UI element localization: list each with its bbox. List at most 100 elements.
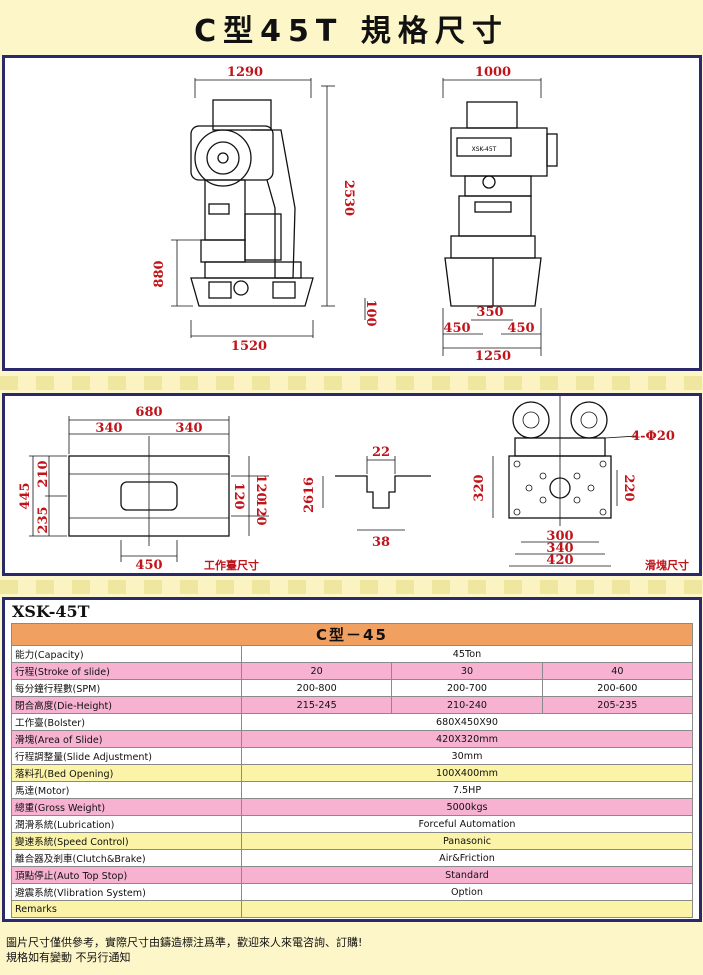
row-label: 馬達(Motor) bbox=[11, 781, 242, 799]
dim-bolster-height: 445 bbox=[18, 482, 33, 509]
row-label: 總重(Gross Weight) bbox=[11, 798, 242, 816]
row-label: 每分鐘行程數(SPM) bbox=[11, 679, 242, 697]
dim-front-top: 1000 bbox=[475, 65, 511, 80]
table-row: 工作臺(Bolster) 680X450X90 bbox=[11, 713, 693, 731]
table-row: 每分鐘行程數(SPM) 200-800 200-700 200-600 bbox=[11, 679, 694, 697]
dim-bolster-upper: 210 bbox=[36, 460, 51, 487]
table-row: Remarks bbox=[11, 900, 693, 918]
machine-drawings-svg: 1290 2530 880 100 1520 XSK-45T 1000 350 … bbox=[152, 65, 558, 364]
dim-front-left: 450 bbox=[443, 321, 470, 336]
dim-slide-height: 320 bbox=[472, 474, 487, 501]
row-value: Option bbox=[241, 883, 693, 901]
table-row: 避震系統(Vlibration System) Option bbox=[11, 883, 693, 901]
row-value: Air&Friction bbox=[241, 849, 693, 867]
row-value: Standard bbox=[241, 866, 693, 884]
bolster-slide-panel: 680 340 340 445 210 235 120 120 120 450 … bbox=[2, 393, 702, 576]
note-line-2: 規格如有變動 不另行通知 bbox=[6, 951, 131, 964]
dim-bolster-slot3: 120 bbox=[253, 498, 268, 525]
machine-drawing-panel: 1290 2530 880 100 1520 XSK-45T 1000 350 … bbox=[2, 55, 702, 371]
front-nameplate: XSK-45T bbox=[472, 146, 497, 153]
dim-tslot-h1: 16 bbox=[302, 477, 317, 495]
bolster-drawings-svg: 680 340 340 445 210 235 120 120 120 450 … bbox=[18, 396, 675, 573]
row-label: 潤滑系統(Lubrication) bbox=[11, 815, 242, 833]
table-row: 離合器及剎車(Clutch&Brake) Air&Friction bbox=[11, 849, 693, 867]
dim-front-right: 450 bbox=[507, 321, 534, 336]
decorative-stripe bbox=[0, 580, 703, 594]
table-row: 行程調整量(Slide Adjustment) 30mm bbox=[11, 747, 693, 765]
dim-front-mid: 350 bbox=[476, 305, 503, 320]
row-label: 行程(Stroke of slide) bbox=[11, 662, 242, 680]
dim-slide-w2: 340 bbox=[546, 541, 573, 556]
bolster-caption: 工作臺尺寸 bbox=[204, 559, 259, 572]
row-value: Forceful Automation bbox=[241, 815, 693, 833]
dim-bolster-total: 680 bbox=[135, 405, 162, 420]
row-value bbox=[241, 900, 693, 918]
table-row: 能力(Capacity) 45Ton bbox=[11, 645, 693, 663]
row-label: 行程調整量(Slide Adjustment) bbox=[11, 747, 242, 765]
dim-tslot-h2: 26 bbox=[302, 495, 317, 513]
dim-bolster-left: 340 bbox=[95, 421, 122, 436]
bolster-drawing: 680 340 340 445 210 235 120 120 120 450 bbox=[18, 405, 269, 573]
dim-bolster-lower: 235 bbox=[36, 506, 51, 533]
slide-drawing: 4-Φ20 320 220 300 340 420 bbox=[472, 396, 675, 568]
row-label: 離合器及剎車(Clutch&Brake) bbox=[11, 849, 242, 867]
table-row: 閉合高度(Die-Height) 215-245 210-240 205-235 bbox=[11, 696, 694, 714]
row-label: 滑塊(Area of Slide) bbox=[11, 730, 242, 748]
table-row: 變速系統(Speed Control) Panasonic bbox=[11, 832, 693, 850]
row-label: 變速系統(Speed Control) bbox=[11, 832, 242, 850]
table-row: 潤滑系統(Lubrication) Forceful Automation bbox=[11, 815, 693, 833]
table-row: 落料孔(Bed Opening) 100X400mm bbox=[11, 764, 693, 782]
row-label: 能力(Capacity) bbox=[11, 645, 242, 663]
row-value: 680X450X90 bbox=[241, 713, 693, 731]
row-value: 200-800 bbox=[240, 679, 393, 697]
dim-side-top: 1290 bbox=[227, 65, 263, 80]
dim-side-height: 2530 bbox=[341, 180, 356, 216]
dim-bolster-slot: 120 bbox=[231, 482, 246, 509]
side-view-drawing: 1290 2530 880 100 1520 bbox=[152, 65, 378, 354]
row-value: 7.5HP bbox=[241, 781, 693, 799]
dim-tslot-top: 22 bbox=[372, 445, 390, 460]
front-view-drawing: XSK-45T 1000 350 450 450 1250 bbox=[442, 65, 558, 364]
dim-bolster-slot2: 120 bbox=[253, 474, 268, 501]
row-value: 210-240 bbox=[391, 696, 543, 714]
table-header: C型－45 bbox=[11, 623, 693, 646]
table-row: 頂點停止(Auto Top Stop) Standard bbox=[11, 866, 693, 884]
row-value: 45Ton bbox=[241, 645, 693, 663]
decorative-stripe bbox=[0, 376, 703, 390]
table-row: 行程(Stroke of slide) 20 30 40 bbox=[11, 662, 694, 680]
row-label: 避震系統(Vlibration System) bbox=[11, 883, 242, 901]
row-value: 40 bbox=[541, 662, 694, 680]
slide-caption: 滑塊尺寸 bbox=[645, 559, 689, 572]
row-label: 頂點停止(Auto Top Stop) bbox=[11, 866, 242, 884]
row-label: 工作臺(Bolster) bbox=[11, 713, 242, 731]
row-value: 5000kgs bbox=[241, 798, 693, 816]
tslot-drawing: 22 16 26 38 bbox=[302, 445, 431, 550]
row-value: 20 bbox=[240, 662, 393, 680]
row-value: 200-600 bbox=[541, 679, 694, 697]
row-value: 200-700 bbox=[391, 679, 543, 697]
spec-table: C型－45 能力(Capacity) 45Ton 行程(Stroke of sl… bbox=[11, 623, 694, 918]
dim-slide-inner: 220 bbox=[621, 474, 636, 501]
table-header-row: C型－45 bbox=[11, 623, 693, 646]
dim-front-base: 1250 bbox=[475, 349, 511, 364]
dim-side-bed: 880 bbox=[152, 260, 167, 287]
table-row: 馬達(Motor) 7.5HP bbox=[11, 781, 693, 799]
dim-slide-holes: 4-Φ20 bbox=[631, 429, 675, 444]
row-value: 30mm bbox=[241, 747, 693, 765]
page-title: C型45T 規格尺寸 bbox=[194, 14, 509, 49]
footer-notes: 圖片尺寸僅供參考，實際尺寸由鑄造標注爲準，歡迎來人來電咨詢、訂購! 規格如有變動… bbox=[6, 935, 362, 965]
row-value: 215-245 bbox=[240, 696, 393, 714]
dim-slide-w1: 300 bbox=[546, 529, 573, 544]
dim-slide-w3: 420 bbox=[546, 553, 573, 568]
row-value: 205-235 bbox=[541, 696, 694, 714]
row-value: 420X320mm bbox=[241, 730, 693, 748]
dim-bolster-right: 340 bbox=[175, 421, 202, 436]
row-value: 30 bbox=[391, 662, 543, 680]
model-name: XSK-45T bbox=[12, 602, 90, 621]
row-label: 閉合高度(Die-Height) bbox=[11, 696, 242, 714]
table-row: 總重(Gross Weight) 5000kgs bbox=[11, 798, 693, 816]
dim-bolster-bottom: 450 bbox=[135, 558, 162, 573]
row-value: 100X400mm bbox=[241, 764, 693, 782]
row-label: Remarks bbox=[11, 900, 242, 918]
dim-tslot-bottom: 38 bbox=[372, 535, 390, 550]
